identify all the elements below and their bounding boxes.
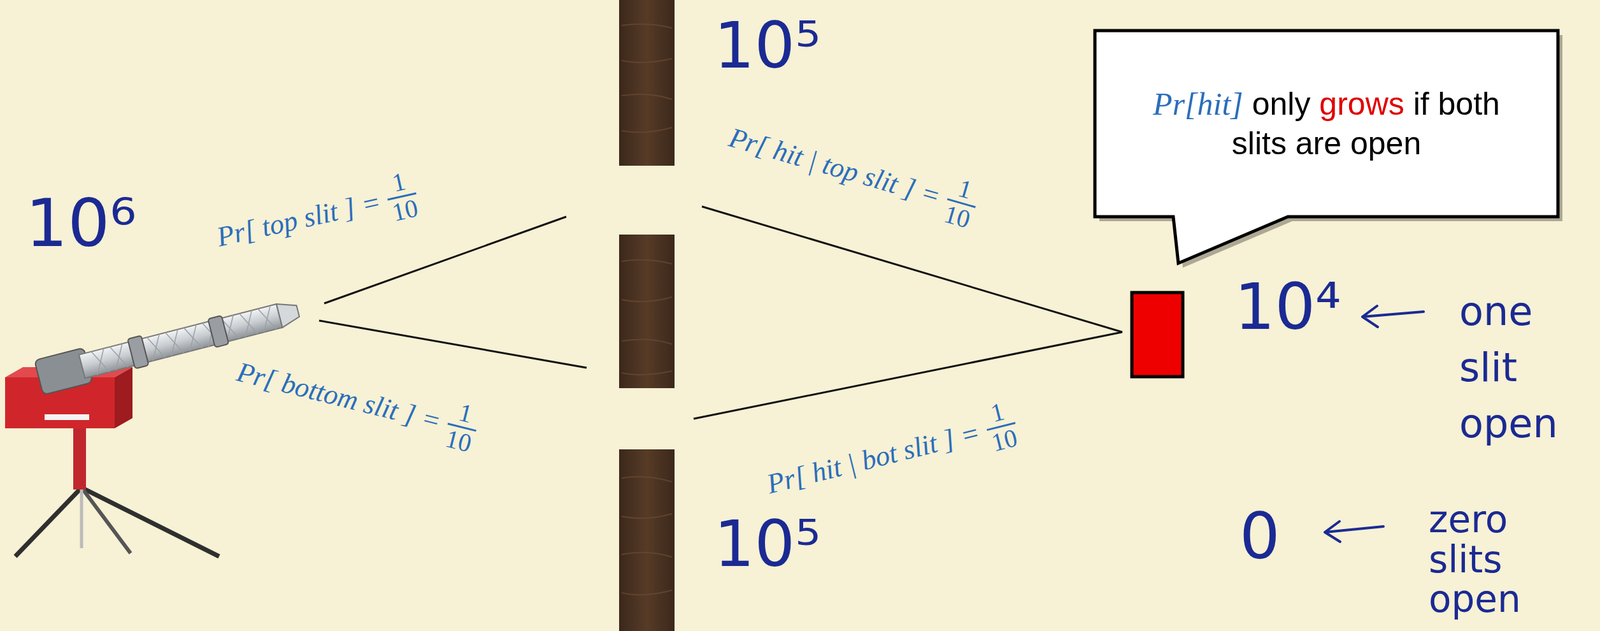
target <box>1131 292 1183 377</box>
trajectory-lines <box>319 206 1123 419</box>
trajectory-line <box>701 206 1123 332</box>
count-number: 0 <box>1239 504 1281 569</box>
hand-label: 10⁵ <box>714 512 821 576</box>
wall <box>619 0 675 631</box>
callout-word: both <box>1438 85 1500 122</box>
callout-text: Pr[hit] only grows if both slits are ope… <box>1135 84 1518 164</box>
hand-arrow <box>1324 521 1384 542</box>
hand-arrow <box>1362 305 1424 327</box>
trajectory-line <box>693 331 1123 419</box>
fraction: 110 <box>440 396 483 458</box>
callout-word: open <box>1350 125 1422 162</box>
machine-logo <box>44 414 90 420</box>
fraction-denominator: 10 <box>387 191 423 227</box>
hand-label: 10⁴ <box>1234 275 1341 339</box>
fraction: 110 <box>979 395 1022 457</box>
count-number: 10⁴ <box>1234 275 1341 339</box>
wall-block <box>619 234 675 388</box>
hand-note: one slit open <box>1459 283 1558 452</box>
hand-label: 10⁵ <box>714 14 821 78</box>
hand-note: zero slits open <box>1428 499 1522 620</box>
callout-word: are <box>1295 125 1342 162</box>
hand-label: one slit open <box>1459 283 1558 452</box>
tripod-leg <box>80 487 84 548</box>
hand-label: 0 <box>1239 504 1281 569</box>
fraction: 110 <box>381 165 423 227</box>
callout-word: Pr[hit] <box>1152 85 1244 122</box>
count-number: 10⁶ <box>25 189 137 257</box>
callout-word: if <box>1413 85 1430 122</box>
tripod-leg <box>81 487 131 553</box>
probability-label: Pr[ top slit ] =110 <box>211 165 423 264</box>
callout-box: Pr[hit] only grows if both slits are ope… <box>1094 30 1558 270</box>
tube-ring <box>207 315 229 348</box>
fraction: 110 <box>939 171 984 234</box>
trajectory-line <box>319 320 587 368</box>
callout-text-area: Pr[hit] only grows if both slits are ope… <box>1094 30 1558 217</box>
probability-label: Pr[ hit | top slit ] =110 <box>722 109 983 234</box>
callout-word: grows <box>1319 85 1404 122</box>
hand-label: 10⁶ <box>25 189 137 257</box>
probability-text: Pr[ hit | bot slit ] = <box>763 415 984 500</box>
trajectory-line <box>324 216 567 304</box>
count-number: 10⁵ <box>714 512 821 576</box>
tripod-leg <box>15 487 82 557</box>
probability-text: Pr[ hit | top slit ] = <box>725 120 944 212</box>
callout-word: slits <box>1231 125 1287 162</box>
callout-border <box>1094 30 1558 264</box>
probability-label: Pr[ hit | bot slit ] =110 <box>760 395 1022 511</box>
hand-label: zero slits open <box>1428 499 1522 620</box>
machine-post <box>73 428 86 490</box>
tripod-leg <box>81 487 220 557</box>
probability-text: Pr[ bottom slit ] = <box>233 354 445 437</box>
probability-label: Pr[ bottom slit ] =110 <box>230 343 483 458</box>
tube-ring <box>127 335 149 369</box>
probability-text: Pr[ top slit ] = <box>213 184 384 253</box>
pitching-machine <box>5 293 303 557</box>
machine-box-side <box>114 366 133 429</box>
nozzle <box>276 299 302 328</box>
callout-word: only <box>1252 85 1311 122</box>
count-number: 10⁵ <box>714 14 821 78</box>
wood-grain <box>621 24 672 595</box>
